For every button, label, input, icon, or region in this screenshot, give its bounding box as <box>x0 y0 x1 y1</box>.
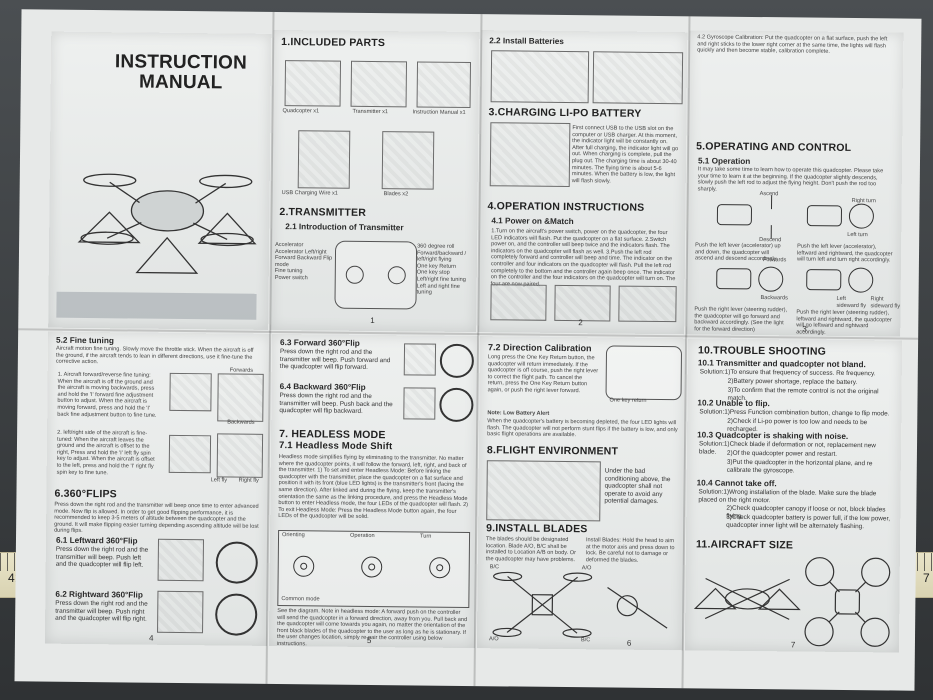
part-label: Instruction Manual x1 <box>412 109 466 116</box>
fine-tuning-step-2: 2. left/right side of the aircraft is fi… <box>56 429 155 476</box>
power-match-text: 1.Turn on the aircraft's power switch, p… <box>490 228 676 287</box>
headless-quad-icons <box>293 555 451 579</box>
heading-transmitter-intro: 2.1 Introduction of Transmitter <box>285 222 404 233</box>
cover-panel: INSTRUCTION MANUAL <box>48 31 272 330</box>
heading-leftward-flip: 6.1 Leftward 360°Flip <box>55 535 138 546</box>
part-label: USB Charging Wire x1 <box>281 190 338 197</box>
common-mode-label: Common mode <box>281 596 320 603</box>
page-number: 3 <box>802 324 807 334</box>
fine-tuning-step-1: 1. Aircraft forward/reverse fine tuning:… <box>57 371 157 419</box>
leftward-flip-text: Press down the right rod and the transmi… <box>55 545 149 569</box>
part-label: Transmitter x1 <box>352 108 389 116</box>
charging-text: First connect USB to the USB slot on the… <box>571 125 679 185</box>
page-2: 2.2 Install Batteries 3.CHARGING LI-PO B… <box>478 30 688 335</box>
heading-operation-instructions: 4.OPERATION INSTRUCTIONS <box>487 200 645 214</box>
transmitter-right-labels: 360 degree roll Forward/backward / left/… <box>417 243 478 296</box>
fine-tune-quad-image <box>216 433 264 478</box>
part-label: Quadcopter x1 <box>282 108 320 115</box>
transmitter-image <box>350 60 408 108</box>
page-number: 7 <box>790 640 796 650</box>
battery-install-image-2 <box>592 51 684 105</box>
heading-included-parts: 1.INCLUDED PARTS <box>281 36 386 50</box>
headless-note-text: See the diagram. Note in headless mode: … <box>276 608 468 648</box>
flip-rotation-icon <box>215 541 258 584</box>
tx-label: Left and right fine tuning <box>416 283 460 296</box>
flip-transmitter-image <box>157 538 205 582</box>
page-number: 2 <box>578 318 583 328</box>
page-5: 6.3 Forward 360°Flip Press down the righ… <box>268 333 479 649</box>
label-right-turn: Right turn <box>851 198 876 205</box>
ruler-number: 7 <box>923 571 930 585</box>
heading-charging: 3.CHARGING LI-PO BATTERY <box>488 106 642 120</box>
heading-fine-tuning: 5.2 Fine tuning <box>56 335 114 346</box>
label-forwards: Forwards <box>762 257 787 264</box>
right-stick-icon <box>387 266 406 285</box>
page-3: 4.2 Gyroscope Calibration: Put the quadc… <box>686 30 904 337</box>
cover-quadcopter-illustration <box>77 173 257 274</box>
page-7: 10.TROUBLE SHOOTING 10.1 Transmitter and… <box>684 338 903 653</box>
battery-install-image <box>490 50 590 104</box>
aircraft-size-diagram <box>693 557 891 647</box>
blade-label: A/O <box>488 636 499 643</box>
flip-transmitter-image <box>157 590 204 634</box>
blade-label: B/C <box>580 637 591 644</box>
heading-flips: 6.360°FLIPS <box>54 487 117 501</box>
flip-rotation-icon <box>214 593 258 636</box>
heading-rightward-flip: 6.2 Rightward 360°Flip <box>55 589 143 600</box>
fine-label: Right fly <box>238 477 259 484</box>
fine-label: Forwards <box>229 367 254 374</box>
fine-label: Left fly <box>210 477 228 484</box>
left-stick-icon <box>345 265 364 284</box>
charging-image <box>489 122 571 188</box>
caption-right-lever: Push the right lever (steering rudder), … <box>694 306 788 333</box>
heading-power-match: 4.1 Power on &Match <box>491 216 574 227</box>
blades-image <box>381 131 435 190</box>
fine-tune-transmitter-image <box>168 434 212 474</box>
tx-label: Power switch <box>274 274 308 282</box>
heading-install-batteries: 2.2 Install Batteries <box>489 36 564 46</box>
cover-footer-strip <box>56 291 257 320</box>
blade-installation-diagram <box>492 571 668 638</box>
page-4: 5.2 Fine tuning Aircraft motion fine tun… <box>44 331 271 646</box>
fine-label: Backwards <box>227 419 255 426</box>
page-6: 7.2 Direction Calibration Long press the… <box>476 336 687 651</box>
power-step-image <box>554 284 611 322</box>
part-label: Blades x2 <box>383 191 409 198</box>
transmitter-left-labels: Accelerator Accelerator Left/right Forwa… <box>275 242 333 282</box>
manual-image <box>416 61 472 109</box>
label-ascend: Ascend <box>759 191 779 198</box>
tx-label: Forward Backward Flip mode <box>274 255 333 268</box>
transmitter-diagram <box>334 240 418 310</box>
page-number: 6 <box>626 638 632 648</box>
power-step-image <box>618 285 677 323</box>
page-number: 5 <box>366 635 372 646</box>
label-backwards: Backwards <box>760 295 788 302</box>
label-left-sideward: Left sideward fly <box>836 295 867 309</box>
label-left-turn: Left turn <box>847 231 868 239</box>
quadcopter-image <box>284 60 342 107</box>
fine-tuning-text: Aircraft motion fine tuning. Slowly move… <box>55 345 254 366</box>
fine-tune-quad-image <box>217 373 264 422</box>
control-diagrams <box>716 195 874 293</box>
usb-wire-image <box>297 130 351 189</box>
caption-left-lever-turn: Push the left lever (accelerator), leftw… <box>796 243 893 264</box>
power-step-image <box>490 284 547 321</box>
flips-text: Press down the right rod and the transmi… <box>54 501 259 535</box>
caption-right-lever-side: Push the right lever (steering rudder), … <box>796 309 892 336</box>
manual-sheet: INSTRUCTION MANUAL <box>14 9 922 691</box>
blade-label: A/O <box>581 565 592 572</box>
rightward-flip-text: Press down the right rod and the transmi… <box>55 599 148 623</box>
fine-tune-transmitter-image <box>169 372 212 412</box>
page-number: 1 <box>370 315 375 326</box>
page-number: 4 <box>148 633 154 643</box>
label-right-sideward: Right sideward fly <box>870 296 901 310</box>
page-1: 1.INCLUDED PARTS Quadcopter x1 Transmitt… <box>270 29 480 333</box>
blade-label: B/C <box>489 564 500 571</box>
tx-label: Forward/backward / left/right flying <box>416 250 467 264</box>
heading-transmitter: 2.TRANSMITTER <box>279 206 367 219</box>
